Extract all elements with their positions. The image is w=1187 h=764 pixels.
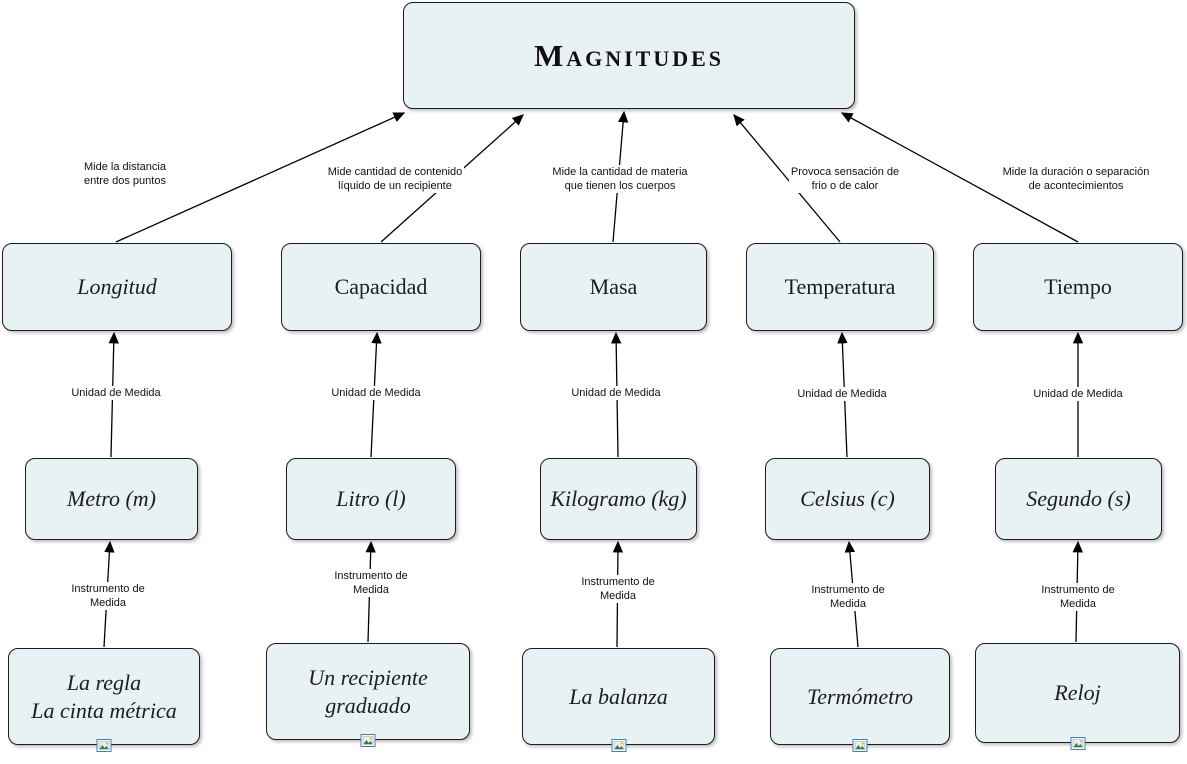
node-termometro[interactable]: Termómetro (770, 648, 950, 752)
edge-label-unidad-tiempo: Unidad de Medida (1031, 387, 1125, 401)
node-recipiente-label: Un recipiente graduado (308, 665, 428, 718)
node-la-balanza[interactable]: La balanza (522, 648, 715, 752)
edge-label-instrumento-longitud: Instrumento de Medida (69, 582, 147, 610)
node-termometro-label: Termómetro (807, 683, 913, 709)
node-reloj[interactable]: Reloj (975, 643, 1180, 750)
node-segundo[interactable]: Segundo (s) (995, 458, 1162, 540)
node-capacidad[interactable]: Capacidad (281, 243, 481, 331)
node-la-regla-label: La regla La cinta métrica (31, 670, 177, 723)
node-celsius[interactable]: Celsius (c) (765, 458, 930, 540)
node-magnitudes[interactable]: Magnitudes (403, 2, 855, 109)
node-metro[interactable]: Metro (m) (25, 458, 198, 540)
node-celsius-label: Celsius (c) (800, 486, 895, 512)
node-la-regla-cinta-metrica[interactable]: La regla La cinta métrica (8, 648, 200, 752)
node-masa-label: Masa (589, 274, 638, 300)
edge-label-unidad-capacidad: Unidad de Medida (329, 386, 423, 400)
edge-description-capacidad: Mide cantidad de contenido líquido de un… (325, 165, 465, 193)
image-icon[interactable] (360, 734, 376, 747)
node-temperatura[interactable]: Temperatura (746, 243, 934, 331)
edge-label-instrumento-tiempo: Instrumento de Medida (1039, 583, 1117, 611)
image-icon[interactable] (852, 739, 868, 752)
node-capacidad-label: Capacidad (334, 274, 428, 300)
node-longitud[interactable]: Longitud (2, 243, 232, 331)
edge-description-longitud: Mide la distancia entre dos puntos (82, 160, 168, 188)
node-kilogramo-label: Kilogramo (kg) (550, 486, 687, 512)
edge-label-unidad-masa: Unidad de Medida (569, 386, 663, 400)
node-temperatura-label: Temperatura (784, 274, 896, 300)
edge-label-unidad-longitud: Unidad de Medida (69, 386, 163, 400)
edge-description-temperatura: Provoca sensación de frio o de calor (788, 165, 902, 193)
image-icon[interactable] (611, 739, 626, 752)
node-tiempo[interactable]: Tiempo (973, 243, 1183, 331)
edge-label-instrumento-temperatura: Instrumento de Medida (809, 583, 887, 611)
node-metro-label: Metro (m) (67, 486, 156, 512)
image-icon[interactable] (1070, 737, 1085, 750)
node-kilogramo[interactable]: Kilogramo (kg) (540, 458, 697, 540)
edge-label-instrumento-masa: Instrumento de Medida (579, 575, 657, 603)
node-longitud-label: Longitud (77, 274, 157, 300)
node-reloj-label: Reloj (1054, 680, 1101, 706)
edge-label-instrumento-capacidad: Instrumento de Medida (332, 569, 410, 597)
edge-description-tiempo: Mide la duración o separación de acontec… (1000, 165, 1152, 193)
node-litro[interactable]: Litro (l) (286, 458, 456, 540)
image-icon[interactable] (96, 739, 112, 752)
edge-description-masa: Mide la cantidad de materia que tienen l… (550, 165, 690, 193)
node-masa[interactable]: Masa (520, 243, 707, 331)
node-balanza-label: La balanza (569, 683, 668, 709)
node-recipiente-graduado[interactable]: Un recipiente graduado (266, 643, 470, 747)
node-magnitudes-label: Magnitudes (533, 37, 725, 73)
node-litro-label: Litro (l) (336, 486, 406, 512)
node-tiempo-label: Tiempo (1044, 274, 1112, 300)
node-segundo-label: Segundo (s) (1026, 486, 1131, 512)
edge-label-unidad-temperatura: Unidad de Medida (795, 387, 889, 401)
